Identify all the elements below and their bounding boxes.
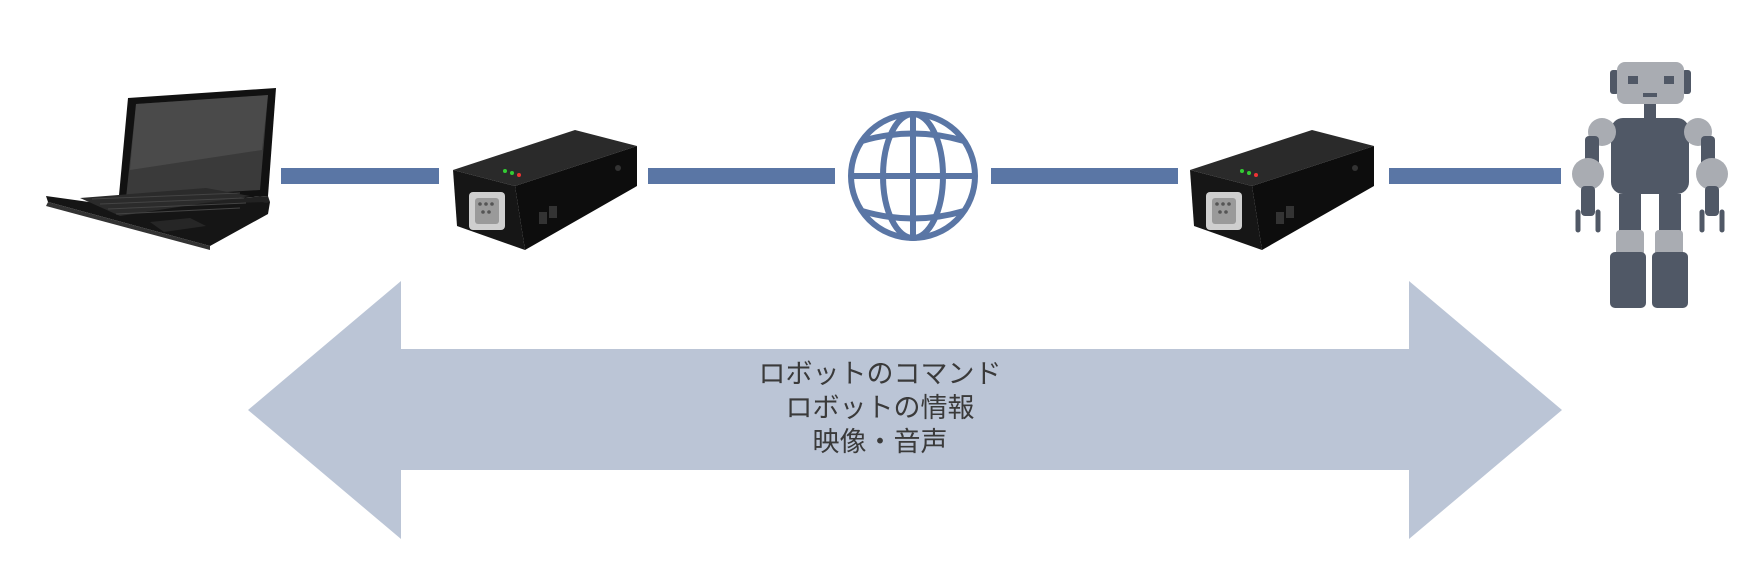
arrow-label-line-2: ロボットの情報	[785, 393, 975, 424]
serial-gateway-right-icon	[1190, 130, 1374, 250]
arrow-label-line-1: ロボットのコマンド	[758, 359, 1002, 390]
serial-gateway-left-icon	[453, 130, 637, 250]
link-gateway-robot	[1389, 168, 1561, 184]
laptop-icon	[46, 88, 276, 250]
arrow-label: ロボットのコマンド ロボットの情報 映像・音声	[0, 358, 1760, 460]
link-gateway-internet	[648, 168, 835, 184]
bidirectional-arrow	[248, 281, 1562, 539]
robot-icon	[1572, 62, 1728, 308]
globe-icon	[848, 111, 978, 241]
connection-lines	[281, 168, 1561, 184]
link-laptop-gateway	[281, 168, 439, 184]
arrow-label-line-3: 映像・音声	[812, 427, 948, 458]
link-internet-gateway	[991, 168, 1178, 184]
